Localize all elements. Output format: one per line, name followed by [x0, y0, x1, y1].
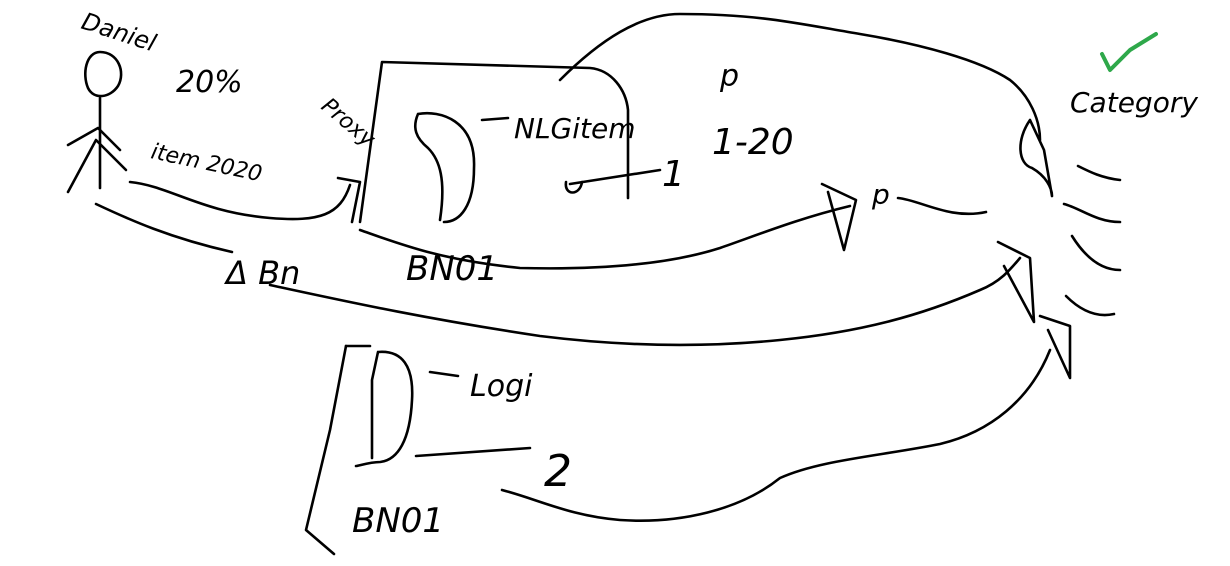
category-label: Category [1070, 86, 1198, 119]
stick-figure-head [84, 50, 123, 98]
arrow-head-lower [996, 240, 1036, 324]
stick-figure-legs [66, 138, 128, 194]
flow-line-logi-to-right [500, 348, 1052, 522]
logi-label: Logi [470, 369, 533, 404]
proxy-box [358, 60, 630, 224]
percent-label: 20% [176, 65, 243, 100]
range-label: 1-20 [712, 122, 794, 163]
flow-line-bn-to-right [268, 256, 1022, 347]
value-one-label: 1 [662, 154, 685, 195]
flow-line-p-to-cylinder [896, 196, 988, 216]
logi-line-to-two [414, 446, 532, 458]
arrow-head-bottom [1038, 314, 1072, 380]
stick-figure [66, 50, 128, 194]
output-lines [1062, 164, 1122, 317]
logi-box [304, 344, 348, 556]
flow-line-person-lower [94, 202, 234, 254]
proxy-database-cylinder [414, 111, 476, 224]
p-label: p [719, 59, 739, 94]
flow-line-proxy-to-right [358, 204, 852, 270]
category-database-cylinder [1019, 118, 1054, 198]
p-small-label: p [871, 178, 890, 211]
proxy-small-ellipse [564, 180, 584, 194]
proxy-arrow-head [336, 176, 362, 224]
nlg-connector-dash [480, 116, 510, 122]
logi-connector-dash [428, 370, 460, 378]
delta-bn-label: Δ Bn [223, 254, 300, 292]
person-name-label: Daniel [78, 7, 160, 57]
bn01-bottom-label: BN01 [352, 501, 444, 541]
green-checkmark-icon [1100, 32, 1158, 72]
nlg-item-label: NLGitem [514, 112, 636, 145]
flow-line-person-to-proxy [128, 180, 352, 221]
value-two-label: 2 [544, 446, 572, 497]
arrow-head-middle [820, 182, 858, 252]
item-2020-label: item 2020 [149, 139, 264, 187]
proxy-line-to-one [568, 168, 662, 186]
bn01-top-label: BN01 [406, 249, 498, 289]
upper-cloud-arc [558, 12, 1042, 142]
stick-figure-arms [66, 126, 122, 152]
logi-database-cylinder [354, 350, 414, 468]
